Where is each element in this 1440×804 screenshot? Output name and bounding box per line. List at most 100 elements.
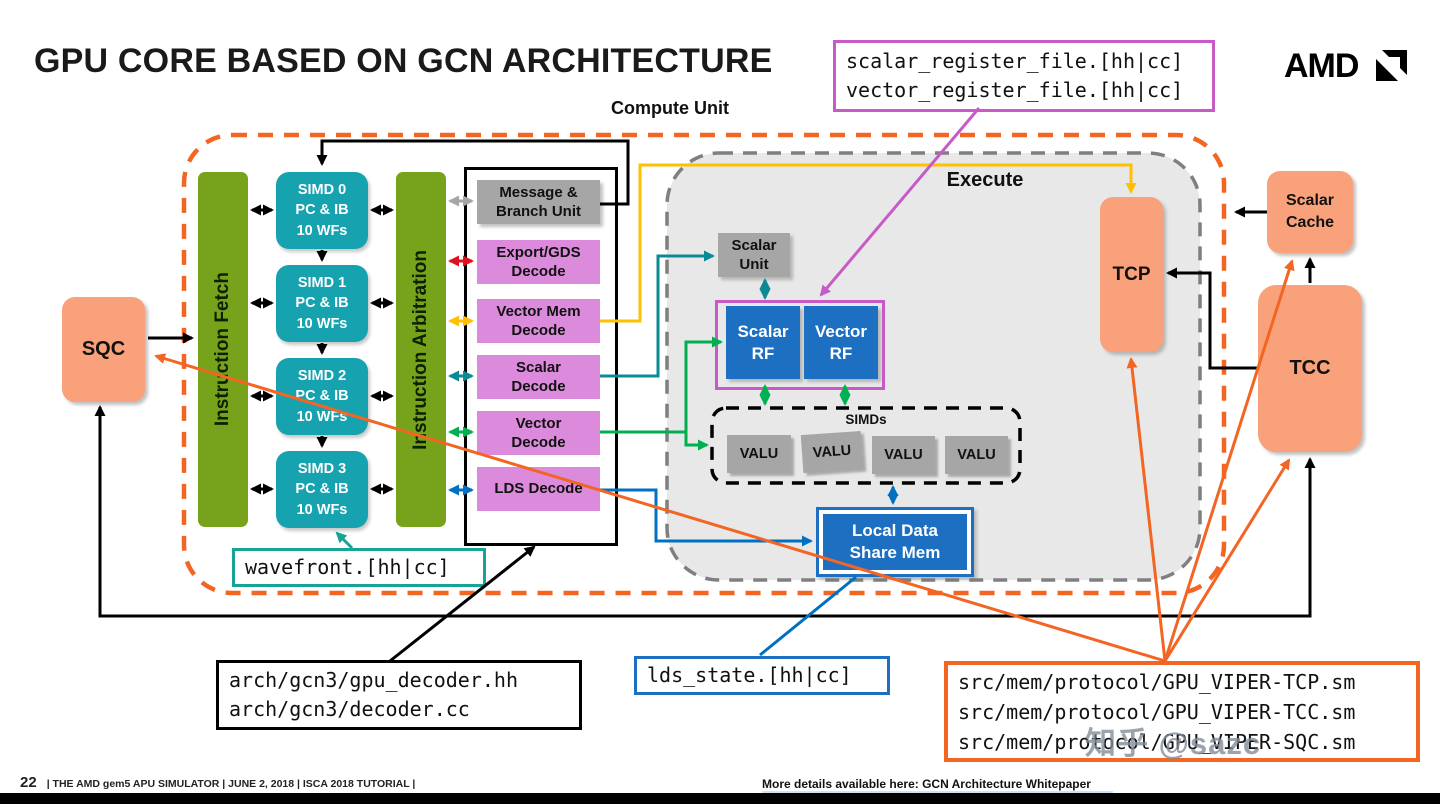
watermark: 知乎 @sazc [1085,726,1262,761]
block-label: RF [829,343,853,363]
block-label: Scalar [515,358,562,376]
valu-label: VALU [739,446,779,462]
simds-group-label: SIMDs [816,410,916,428]
local-data-share-inner: Local Data Share Mem [823,514,967,570]
instruction-arbitration-bar: Instruction Arbitration [396,172,446,527]
tcc-block: TCC [1258,285,1362,452]
valu-label: VALU [812,442,852,462]
callout-line: src/mem/protocol/GPU_VIPER-TCC.sm [958,699,1356,724]
block-label: Scalar [1285,192,1335,210]
arrow-tcc-to-tcp [1166,267,1258,370]
export-gds-decode: Export/GDS Decode [477,240,600,284]
footer-credits: | THE AMD gem5 APU SIMULATOR | JUNE 2, 2… [46,778,416,790]
valu-block: VALU [945,436,1008,474]
simd-label: 10 WFs [296,315,348,332]
block-label: Branch Unit [495,203,581,220]
block-label: Decode [511,434,566,451]
amd-logo: AMD [1284,46,1408,86]
simd-label: PC & IB [295,295,349,312]
scalar-rf-block: Scalar RF [726,306,800,379]
block-label: Vector Mem [496,302,581,320]
vector-rf-block: Vector RF [804,306,878,379]
simd1-block: SIMD 1 PC & IB 10 WFs [276,265,368,342]
page-number: 22 [20,774,37,791]
protocol-files-callout: src/mem/protocol/GPU_VIPER-TCP.sm src/me… [944,661,1420,762]
simd0-block: SIMD 0 PC & IB 10 WFs [276,172,368,249]
page-title: GPU CORE BASED ON GCN ARCHITECTURE [34,42,773,80]
svg-text:AMD: AMD [1284,47,1359,85]
simd-label: SIMD 1 [297,275,347,292]
footer-left: 22 | THE AMD gem5 APU SIMULATOR | JUNE 2… [20,774,415,791]
simd-label: PC & IB [295,481,349,498]
instruction-fetch-bar: Instruction Fetch [198,172,248,527]
callout-line: arch/gcn3/gpu_decoder.hh [229,668,518,692]
block-label: Unit [739,256,769,273]
block-label: Scalar [731,236,777,254]
tcc-label: TCC [1289,357,1331,379]
arrow-lds-decode-to-lds-mem [600,488,813,547]
decoder-files-callout: arch/gcn3/gpu_decoder.hh arch/gcn3/decod… [216,660,582,730]
arrow-register-file-callout-to-rf [819,107,981,297]
block-label: Message & [499,183,578,201]
block-label: Share Mem [849,543,941,562]
arrow-vector-decode-to-rf [600,336,723,434]
block-label: Cache [1285,214,1335,231]
instruction-fetch-label: Instruction Fetch [212,272,233,427]
sqc-label: SQC [81,338,126,360]
arrow-protocol-to-tcp [1126,357,1167,662]
footer-more-details: More details available here: GCN Archite… [762,777,1091,791]
block-label: Export/GDS [496,243,581,261]
block-label: LDS Decode [494,480,583,498]
vector-decode: Vector Decode [477,411,600,455]
simd-label: 10 WFs [296,408,348,425]
block-label: Decode [511,263,566,280]
tcp-block: TCP [1100,197,1163,352]
simd-label: PC & IB [295,202,349,219]
simd-label: 10 WFs [296,501,348,518]
scalar-decode: Scalar Decode [477,355,600,399]
callout-line: arch/gcn3/decoder.cc [229,697,470,721]
valu-label: VALU [957,447,996,463]
callout-line: src/mem/protocol/GPU_VIPER-SQC.sm [958,729,1356,754]
scalar-unit-block: Scalar Unit [718,233,790,277]
arrow-protocol-to-tcc [1163,458,1291,662]
compute-unit-label: Compute Unit [611,98,729,118]
tcp-label: TCP [1112,263,1151,285]
wavefront-callout: wavefront.[hh|cc] [232,548,486,587]
instruction-arbitration-label: Instruction Arbitration [410,249,431,450]
execute-label: Execute [946,169,1024,191]
block-label: Local Data [852,520,938,540]
lds-decode: LDS Decode [477,467,600,511]
simd-label: 10 WFs [296,222,348,239]
valu-block: VALU [872,436,935,474]
arrow-vector-decode-to-simds [684,432,709,451]
amd-logo-graphic: AMD [1284,47,1407,85]
block-label: Decode [511,322,566,339]
block-label: Vector [515,414,562,432]
register-file-callout: scalar_register_file.[hh|cc] vector_regi… [833,40,1215,112]
callout-line: wavefront.[hh|cc] [245,555,450,579]
block-label: Decode [511,378,566,395]
callout-line: vector_register_file.[hh|cc] [846,78,1184,102]
lds-state-callout: lds_state.[hh|cc] [634,656,890,695]
simd3-block: SIMD 3 PC & IB 10 WFs [276,451,368,528]
simds-group-text: SIMDs [845,411,887,427]
block-label: Scalar [737,322,789,342]
message-branch-unit: Message & Branch Unit [477,180,600,224]
simd-label: SIMD 0 [297,182,347,199]
scalar-cache-block: Scalar Cache [1267,171,1353,253]
simd2-block: SIMD 2 PC & IB 10 WFs [276,358,368,435]
block-label: RF [751,343,775,363]
block-label: Vector [815,322,867,342]
callout-line: src/mem/protocol/GPU_VIPER-TCP.sm [958,669,1356,694]
vector-mem-decode: Vector Mem Decode [477,299,600,343]
line-lds-state-callout [759,575,857,657]
simd-label: PC & IB [295,388,349,405]
local-data-share-block: Local Data Share Mem [816,507,974,577]
bottom-bar [0,793,1440,804]
valu-label: VALU [884,447,923,463]
callout-line: lds_state.[hh|cc] [647,663,852,687]
arrow-wavefront-callout-to-simd3 [335,531,354,550]
simd-label: SIMD 2 [297,368,347,385]
